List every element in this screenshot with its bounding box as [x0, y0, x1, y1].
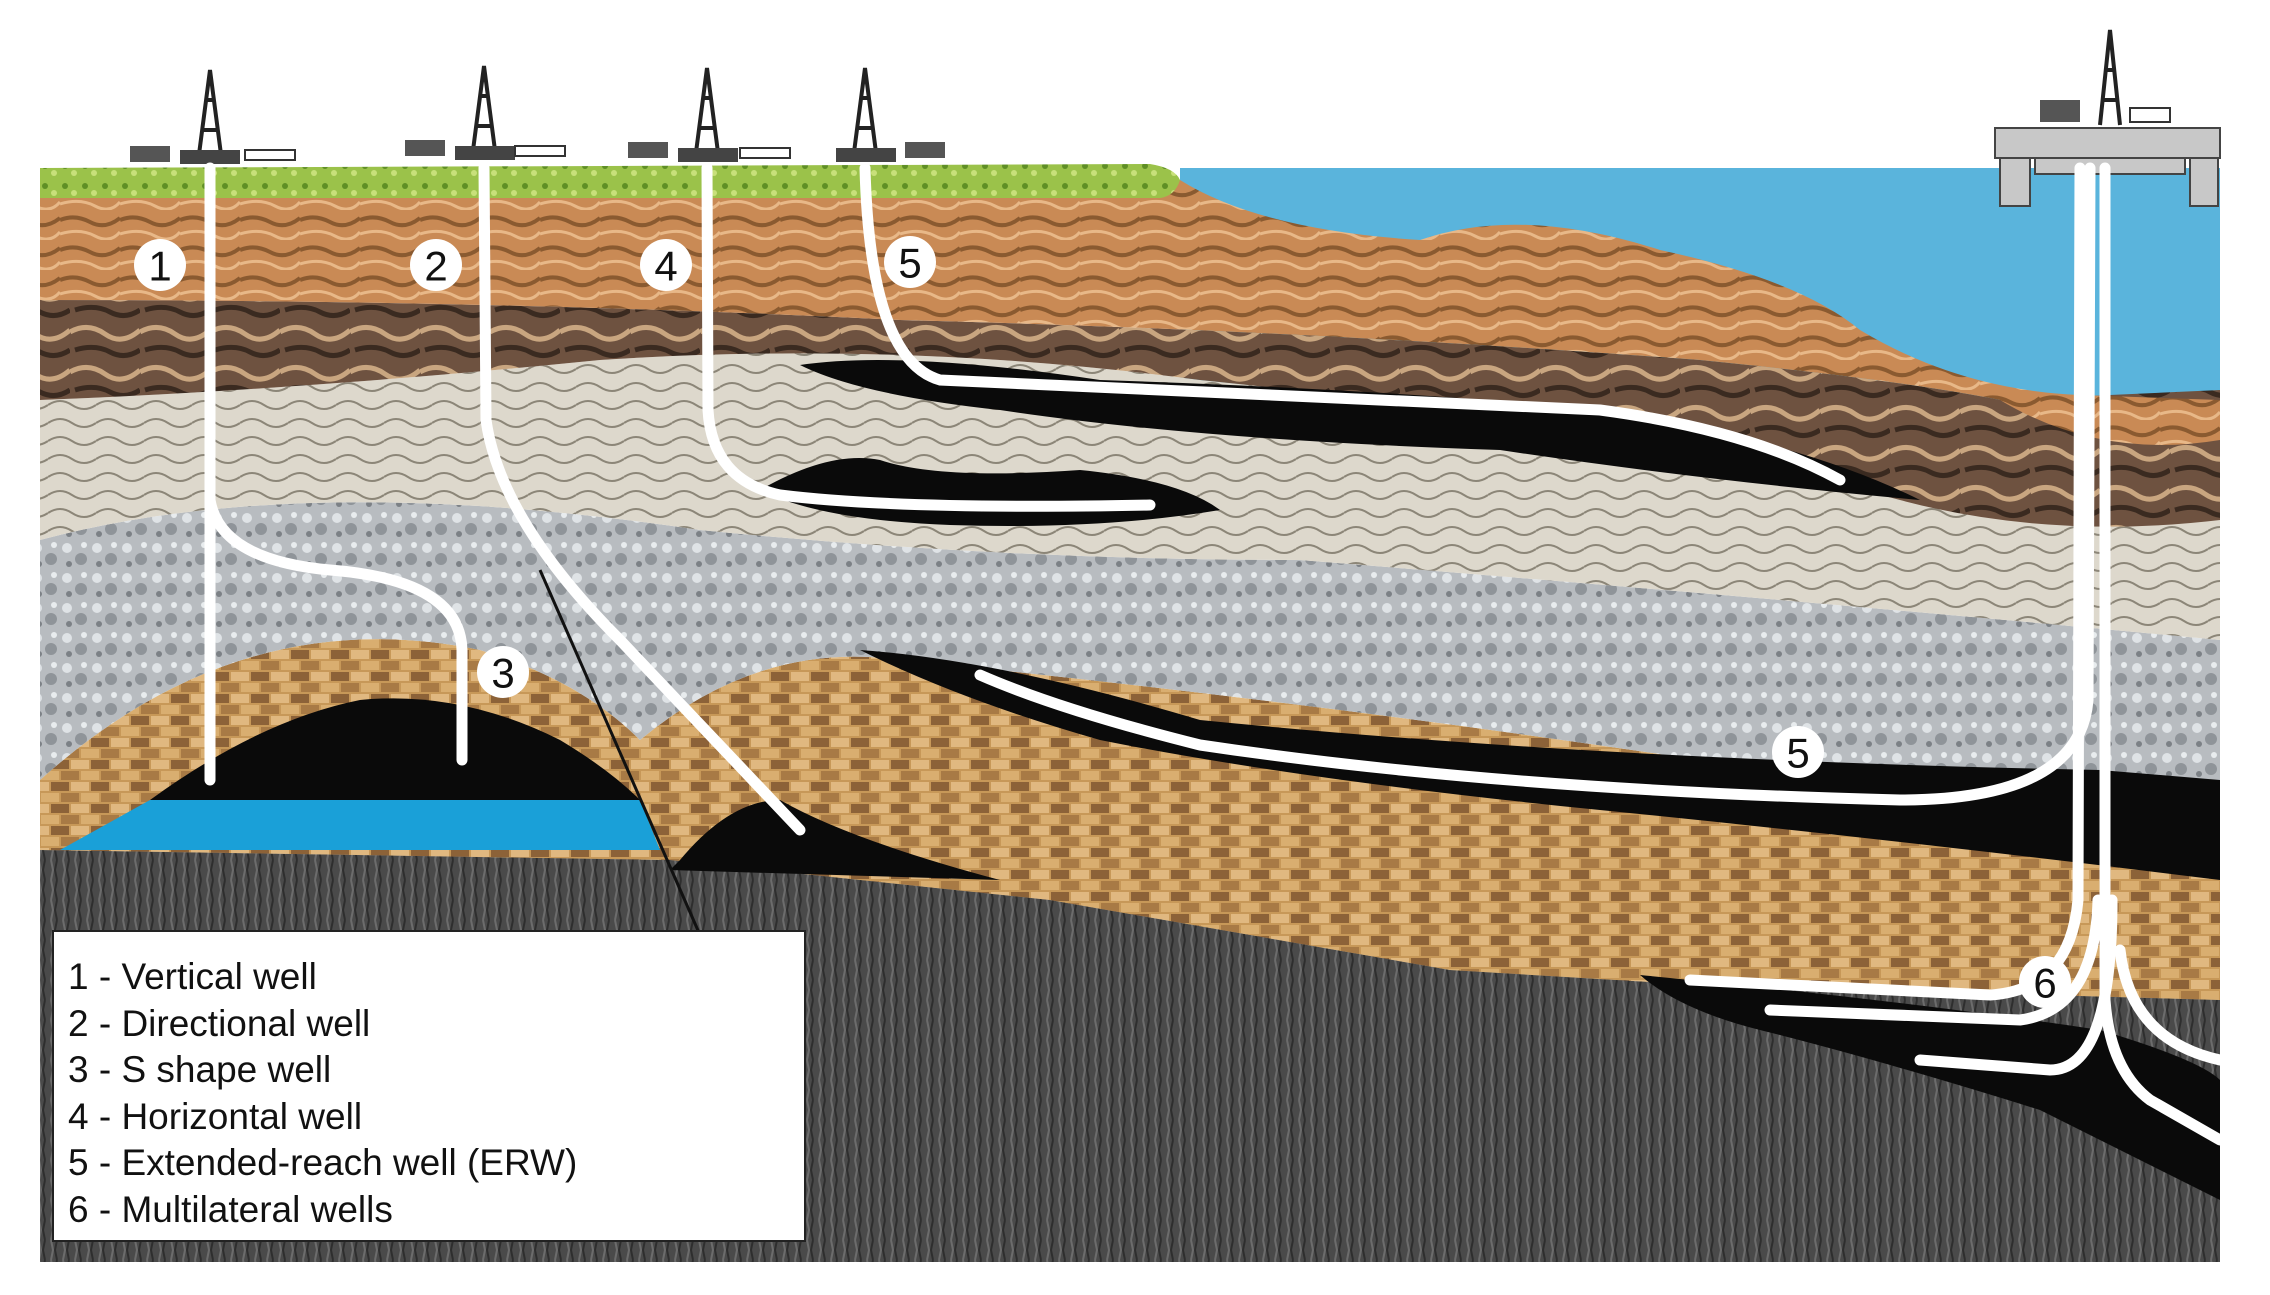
well-path-6-branch-d — [2114, 944, 2226, 1066]
marker-6: 6 — [2019, 956, 2071, 1008]
marker-2: 2 — [410, 239, 462, 291]
marker-3: 3 — [477, 646, 529, 698]
oil-reservoir-6 — [1640, 975, 2220, 1200]
well-path-2 — [478, 162, 806, 836]
legend-box: 1 - Vertical well 2 - Directional well 3… — [52, 930, 806, 1242]
legend-item-horizontal-well: 4 - Horizontal well — [68, 1095, 363, 1137]
marker-1-label: 1 — [148, 243, 171, 290]
layer-sandstone — [40, 639, 2220, 1000]
marker-1: 1 — [134, 239, 186, 291]
layer-dark-soil — [40, 300, 2220, 527]
marker-3-label: 3 — [491, 650, 514, 697]
fault-line — [538, 569, 702, 936]
marker-5-upper: 5 — [884, 236, 936, 288]
marker-5-upper-label: 5 — [898, 240, 921, 287]
marker-5-lower-label: 5 — [1786, 730, 1809, 777]
oil-reservoir-5-lower — [860, 650, 2220, 880]
well-path-6-branch-c — [1914, 894, 2118, 1076]
legend-item-vertical-well: 1 - Vertical well — [68, 956, 317, 997]
marker-2-label: 2 — [424, 243, 447, 290]
layer-dark-shale-dome — [150, 876, 520, 930]
marker-4: 4 — [640, 239, 692, 291]
well-path-5-lower — [974, 162, 2096, 806]
rig-5 — [836, 67, 945, 162]
marker-5-lower: 5 — [1772, 726, 1824, 778]
layer-topsoil — [40, 180, 2220, 445]
oil-reservoir-1 — [150, 698, 640, 800]
marker-6-label: 6 — [2033, 960, 2056, 1007]
oil-reservoir-5-upper — [800, 360, 1920, 500]
well-path-4 — [701, 162, 1156, 512]
legend-item-extended-reach-well: 5 - Extended-reach well (ERW) — [68, 1142, 578, 1183]
marker-4-label: 4 — [654, 243, 677, 290]
oil-reservoir-2 — [670, 800, 1000, 880]
rig-4 — [628, 67, 791, 162]
rig-2 — [405, 65, 566, 160]
layer-gravel — [40, 502, 2220, 800]
rig-1 — [130, 69, 296, 164]
well-path-5-upper — [859, 162, 1846, 486]
legend-item-multilateral-wells: 6 - Multilateral wells — [68, 1188, 393, 1230]
water-zone — [60, 800, 660, 850]
legend-item-directional-well: 2 - Directional well — [68, 1002, 371, 1044]
ground-surface — [40, 164, 1180, 198]
legend-item-s-shape-well: 3 - S shape well — [68, 1049, 332, 1090]
well-path-6-branch-b — [1764, 894, 2104, 1026]
well-path-3 — [204, 494, 468, 766]
